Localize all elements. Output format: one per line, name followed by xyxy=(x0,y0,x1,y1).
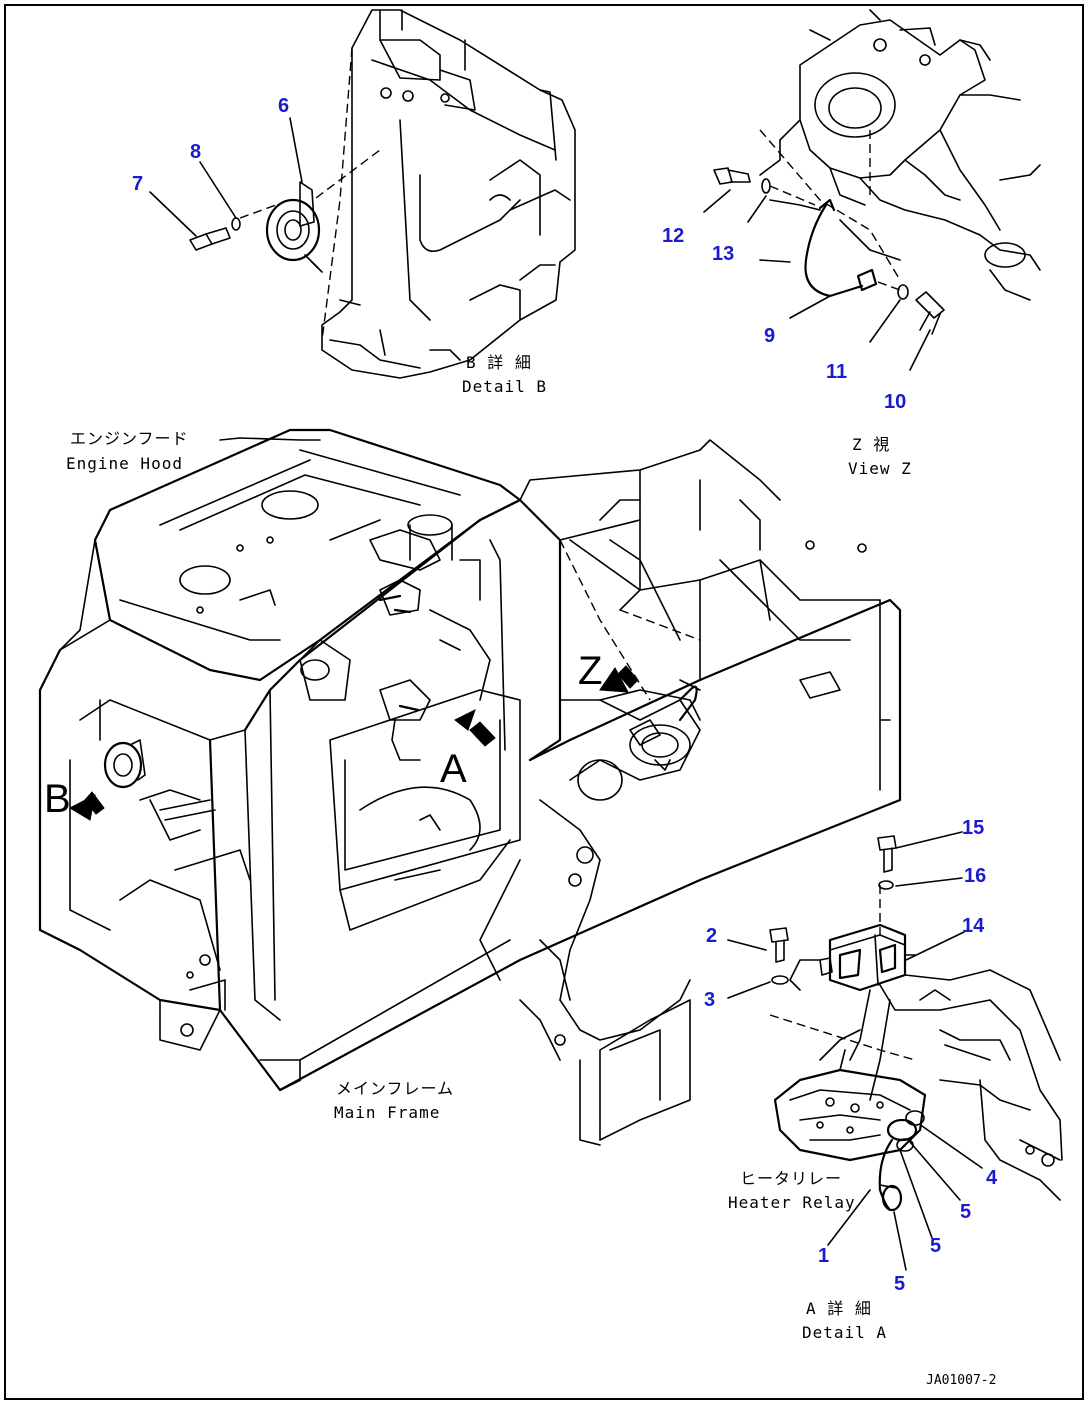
view-z-drawing xyxy=(713,9,1041,335)
callout-10: 10 xyxy=(884,391,906,413)
callout-5-first: 5 xyxy=(960,1201,971,1223)
callout-7: 7 xyxy=(132,173,143,195)
callout-15: 15 xyxy=(962,817,984,839)
leader-lines xyxy=(149,117,983,1271)
drawing-code: JA01007-2 xyxy=(926,1373,996,1388)
callout-2: 2 xyxy=(706,925,717,947)
callout-9: 9 xyxy=(764,325,775,347)
view-z-label-jp: Z 視 xyxy=(852,435,890,454)
detail-a-drawing xyxy=(769,835,1063,1212)
callout-4: 4 xyxy=(986,1167,998,1189)
callout-1: 1 xyxy=(818,1245,829,1267)
callout-14: 14 xyxy=(962,915,985,937)
callout-12: 12 xyxy=(662,225,684,247)
detail-b-label-en: Detail B xyxy=(462,377,547,396)
callout-5-third: 5 xyxy=(894,1273,905,1295)
callout-16: 16 xyxy=(964,865,986,887)
callout-3: 3 xyxy=(704,989,715,1011)
text-labels: B 詳 細 Detail B Z 視 View Z エンジンフード Engine… xyxy=(44,353,996,1388)
callout-11: 11 xyxy=(826,361,847,383)
callout-6: 6 xyxy=(278,95,289,117)
callout-numbers: 6 8 7 12 13 9 11 10 15 16 14 2 3 4 5 5 5… xyxy=(132,95,998,1295)
main-frame-label-en: Main Frame xyxy=(334,1103,440,1122)
engine-hood-label-en: Engine Hood xyxy=(66,454,183,473)
main-frame-drawing xyxy=(38,428,902,1146)
view-arrow-a-letter: A xyxy=(440,747,467,791)
callout-5-second: 5 xyxy=(930,1235,941,1257)
callout-8: 8 xyxy=(190,141,201,163)
view-arrow-z-letter: Z xyxy=(578,649,602,693)
engine-hood-label-jp: エンジンフード xyxy=(70,429,189,448)
view-arrow-b-letter: B xyxy=(44,777,71,821)
detail-b-label-jp: B 詳 細 xyxy=(466,353,532,372)
view-z-label-en: View Z xyxy=(848,459,912,478)
detail-b-drawing xyxy=(189,9,576,379)
callout-13: 13 xyxy=(712,243,734,265)
detail-a-label-jp: A 詳 細 xyxy=(806,1299,872,1318)
heater-relay-label-jp: ヒータリレー xyxy=(740,1169,842,1188)
detail-a-label-en: Detail A xyxy=(802,1323,887,1342)
heater-relay-label-en: Heater Relay xyxy=(728,1193,856,1212)
main-frame-label-jp: メインフレーム xyxy=(336,1079,454,1098)
